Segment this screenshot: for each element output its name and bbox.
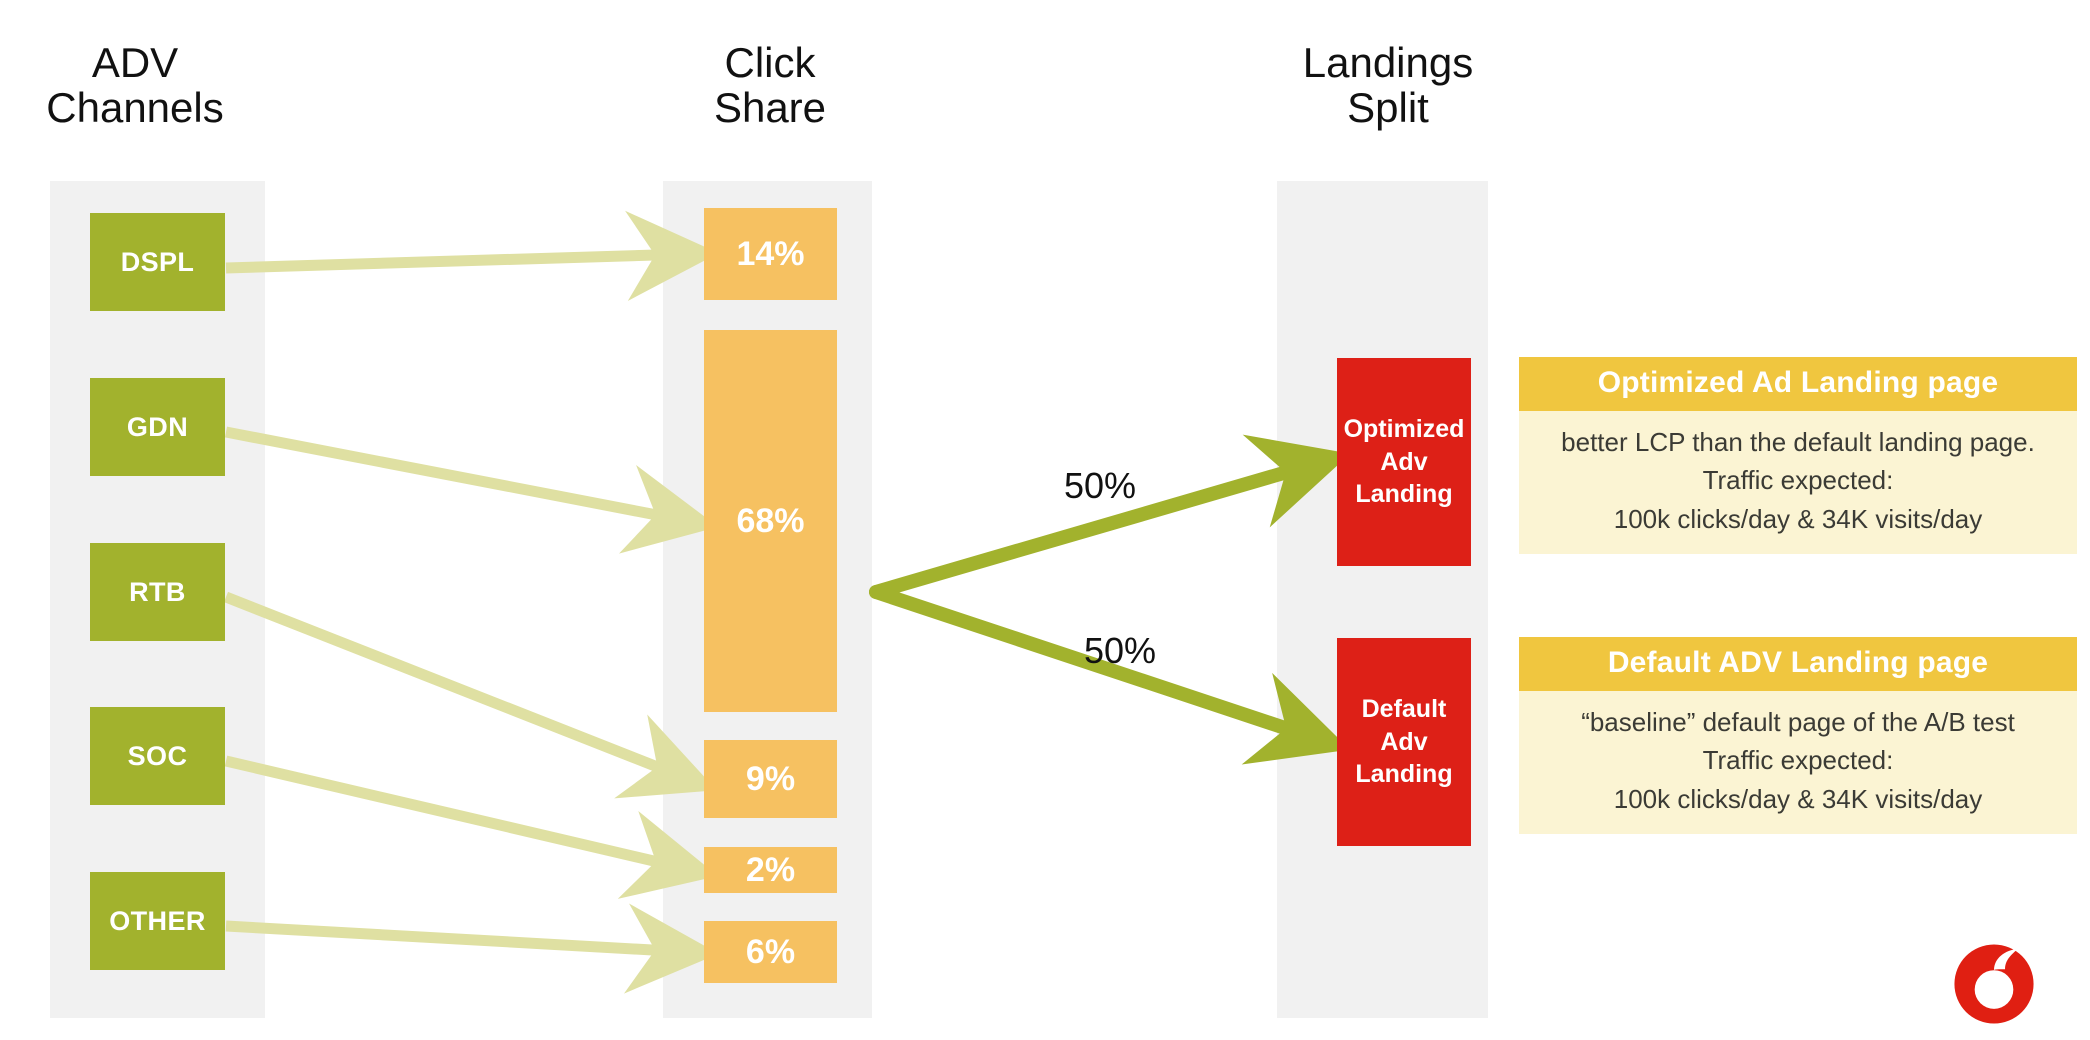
channel-label: OTHER — [109, 905, 206, 936]
click-share-bar-9[interactable]: 9% — [704, 740, 837, 818]
info-card-line: 100k clicks/day & 34K visits/day — [1613, 503, 1983, 534]
column-title-landings-split: Landings Split — [1302, 39, 1474, 132]
landing-box-default[interactable]: Default Adv Landing — [1337, 638, 1471, 846]
click-share-value: 14% — [736, 234, 805, 273]
channel-label: DSPL — [120, 246, 195, 277]
vodafone-logo — [1954, 944, 2034, 1024]
flow-rtb-to-9 — [223, 591, 717, 799]
channel-box-gdn[interactable]: GDN — [90, 378, 225, 476]
landing-box-optimized[interactable]: Optimized Adv Landing — [1337, 358, 1471, 566]
landings-split-band — [1277, 181, 1488, 1018]
info-card-default: Default ADV Landing page “baseline” defa… — [1519, 637, 2077, 835]
click-share-value: 6% — [745, 932, 796, 971]
click-share-value: 2% — [745, 850, 796, 889]
flow-gdn-to-68 — [224, 426, 719, 554]
click-share-bar-2[interactable]: 2% — [704, 847, 837, 893]
info-card-line: Traffic expected: — [1702, 465, 1894, 496]
click-share-value: 68% — [736, 501, 805, 540]
channel-label: GDN — [126, 411, 189, 442]
info-card-title: Default ADV Landing page — [1519, 637, 2077, 691]
click-share-bar-6[interactable]: 6% — [704, 921, 837, 983]
channel-label: RTB — [129, 576, 186, 607]
info-card-line: “baseline” default page of the A/B test — [1581, 707, 2015, 737]
split-label-top: 50% — [1063, 465, 1137, 506]
info-card-line: 100k clicks/day & 34K visits/day — [1613, 783, 1983, 814]
landing-label: Optimized Adv Landing — [1343, 415, 1465, 509]
flow-dspl-to-14 — [225, 210, 719, 301]
info-card-optimized: Optimized Ad Landing page better LCP tha… — [1519, 357, 2077, 555]
click-share-bar-68[interactable]: 68% — [704, 330, 837, 712]
channel-box-soc[interactable]: SOC — [90, 707, 225, 805]
flow-other-to-6 — [225, 903, 719, 994]
channel-box-dspl[interactable]: DSPL — [90, 213, 225, 311]
info-card-line: better LCP than the default landing page… — [1561, 427, 2035, 457]
info-card-body: better LCP than the default landing page… — [1519, 411, 2077, 554]
column-title-adv-channels: ADV Channels — [46, 39, 224, 132]
landing-label: Default Adv Landing — [1355, 695, 1453, 789]
info-card-line: Traffic expected: — [1702, 745, 1894, 776]
info-card-body: “baseline” default page of the A/B test … — [1519, 691, 2077, 834]
channel-box-rtb[interactable]: RTB — [90, 543, 225, 641]
channel-box-other[interactable]: OTHER — [90, 872, 225, 970]
info-card-title: Optimized Ad Landing page — [1519, 357, 2077, 411]
flow-soc-to-2 — [224, 755, 718, 899]
click-share-value: 9% — [745, 759, 796, 798]
channel-label: SOC — [127, 740, 188, 771]
column-title-click-share: Click Share — [713, 39, 827, 132]
split-label-bottom: 50% — [1083, 630, 1157, 671]
click-share-bar-14[interactable]: 14% — [704, 208, 837, 300]
